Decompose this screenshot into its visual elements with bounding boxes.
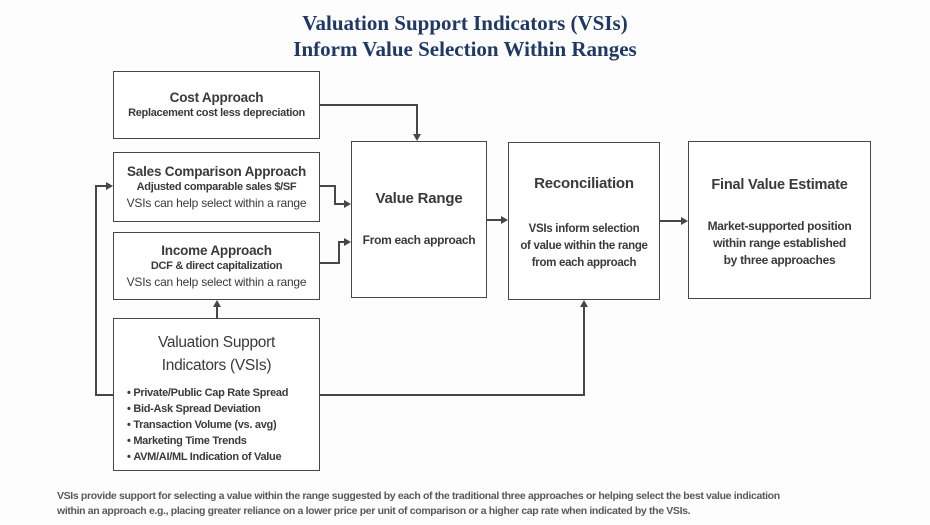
title-line-1: Valuation Support Indicators (VSIs) [302,11,628,35]
footer-note: VSIs provide support for selecting a val… [57,489,875,519]
arrowhead-right-icon [344,237,351,246]
connector-valuerange-to-reconciliation [487,219,501,221]
diagram-title: Valuation Support Indicators (VSIs) Info… [0,10,930,62]
vsi-bullet-item: Marketing Time Trends [127,433,319,449]
arrowhead-right-icon [501,215,508,224]
final-value-body-line3: by three approaches [723,253,836,267]
connector-vsi-to-sales-v [95,185,97,396]
vsi-box: Valuation Support Indicators (VSIs) Priv… [113,318,320,471]
reconciliation-body-line1: VSIs inform selection [528,223,640,235]
sales-comparison-title: Sales Comparison Approach [126,164,307,179]
income-approach-box: Income Approach DCF & direct capitalizat… [113,232,320,300]
arrowhead-up-icon [579,300,588,307]
connector-vsi-to-reconciliation-v [583,306,585,396]
connector-cost-to-valuerange-h [320,104,418,106]
vsi-bullet-item: AVM/AI/ML Indication of Value [127,449,319,465]
vsi-box-title: Valuation Support Indicators (VSIs) [114,319,319,377]
connector-cost-to-valuerange-v [416,104,418,134]
connector-vsi-to-sales-h1 [95,394,113,396]
income-approach-subtitle: DCF & direct capitalization [150,260,283,272]
reconciliation-title: Reconciliation [534,175,634,192]
cost-approach-title: Cost Approach [169,90,264,105]
connector-reconciliation-to-final [660,220,681,222]
arrowhead-up-icon [212,300,221,307]
connector-sales-to-valuerange-v [334,185,336,205]
connector-vsi-to-sales-h2 [95,185,106,187]
connector-sales-to-valuerange-h1 [320,185,336,187]
arrowhead-right-icon [681,216,688,225]
sales-comparison-subtitle: Adjusted comparable sales $/SF [136,181,297,193]
connector-income-to-valuerange-h1 [320,262,340,264]
reconciliation-body-line2: of value within the range [520,240,648,252]
vsi-title-line2: Indicators (VSIs) [161,357,272,374]
income-approach-note: VSIs can help select within a range [126,275,307,289]
footer-note-line1: VSIs provide support for selecting a val… [57,490,780,502]
vsi-bullet-item: Bid-Ask Spread Deviation [127,401,319,417]
arrowhead-right-icon [344,199,351,208]
cost-approach-box: Cost Approach Replacement cost less depr… [113,71,320,139]
connector-vsi-to-income-v [216,306,218,318]
connector-income-to-valuerange-h2 [338,241,344,243]
final-value-estimate-box: Final Value Estimate Market-supported po… [688,141,871,299]
cost-approach-subtitle: Replacement cost less depreciation [128,107,305,119]
arrowhead-down-icon [412,134,421,141]
income-approach-title: Income Approach [161,243,272,258]
final-value-body-line2: within range established [713,236,846,250]
vsi-title-line1: Valuation Support [158,334,275,351]
value-range-title: Value Range [375,190,463,207]
final-value-estimate-title: Final Value Estimate [711,177,848,193]
final-value-body-line1: Market-supported position [707,219,852,233]
reconciliation-box: Reconciliation VSIs inform selection of … [508,142,660,300]
vsi-bullet-list: Private/Public Cap Rate Spread Bid-Ask S… [114,385,319,465]
sales-comparison-note: VSIs can help select within a range [126,196,307,210]
title-line-2: Inform Value Selection Within Ranges [293,37,637,61]
value-range-box: Value Range From each approach [351,141,487,298]
reconciliation-body-line3: from each approach [531,257,637,269]
value-range-subtitle: From each approach [362,233,476,247]
vsi-bullet-item: Private/Public Cap Rate Spread [127,385,319,401]
connector-sales-to-valuerange-h2 [334,203,344,205]
footer-note-line2: within an approach e.g., placing greater… [57,505,691,517]
connector-income-to-valuerange-v [338,241,340,264]
connector-vsi-to-reconciliation-h [320,394,585,396]
arrowhead-right-icon [106,181,113,190]
sales-comparison-box: Sales Comparison Approach Adjusted compa… [113,152,320,222]
vsi-bullet-item: Transaction Volume (vs. avg) [127,417,319,433]
